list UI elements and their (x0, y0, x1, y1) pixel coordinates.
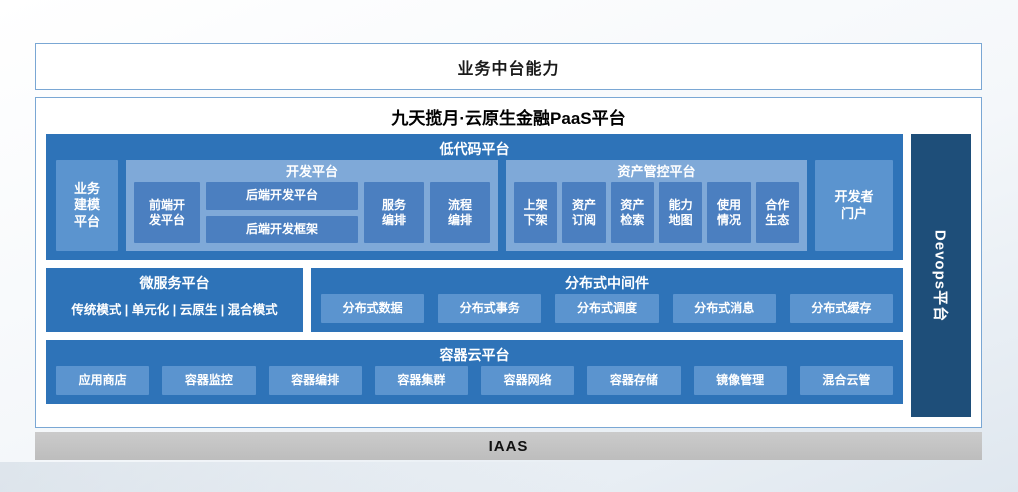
paas-platform-container: 九天揽月·云原生金融PaaS平台 低代码平台 业务 建模 平台 开发平台 前端开… (35, 97, 982, 428)
distributed-scheduling: 分布式调度 (555, 294, 659, 323)
platform-left-column: 低代码平台 业务 建模 平台 开发平台 前端开 发平台 后端开发平台 后端开发框… (46, 134, 903, 417)
cooperation-ecosystem: 合作 生态 (755, 182, 799, 243)
backend-column: 后端开发平台 后端开发框架 (206, 182, 358, 243)
iaas-bar: IAAS (35, 432, 982, 460)
developer-portal: 开发者 门户 (815, 160, 893, 251)
app-store: 应用商店 (56, 366, 150, 395)
low-code-platform-section: 低代码平台 业务 建模 平台 开发平台 前端开 发平台 后端开发平台 后端开发框… (46, 134, 903, 260)
container-network: 容器网络 (481, 366, 575, 395)
dev-platform-row: 前端开 发平台 后端开发平台 后端开发框架 服务 编排 流程 编排 (134, 182, 490, 243)
frontend-dev-platform: 前端开 发平台 (134, 182, 200, 243)
business-capability-bar: 业务中台能力 (35, 43, 982, 90)
distributed-message: 分布式消息 (672, 294, 776, 323)
backend-dev-platform: 后端开发平台 (206, 182, 358, 210)
asset-control-title: 资产管控平台 (617, 164, 696, 179)
devops-platform-label: Devops平台 (931, 229, 949, 322)
image-management: 镜像管理 (693, 366, 787, 395)
asset-control-row: 上架 下架 资产 订阅 资产 检索 能力 地图 使用 情况 合作 生态 (514, 182, 799, 243)
asset-control-panel: 资产管控平台 上架 下架 资产 订阅 资产 检索 能力 地图 使用 情况 合作 … (506, 160, 807, 251)
distributed-transaction: 分布式事务 (438, 294, 542, 323)
process-orchestration: 流程 编排 (430, 182, 490, 243)
dev-platform-title: 开发平台 (285, 164, 338, 179)
distributed-middleware-title: 分布式中间件 (565, 275, 649, 291)
backend-dev-framework: 后端开发框架 (206, 215, 358, 243)
business-capability-label: 业务中台能力 (457, 60, 560, 78)
middleware-row: 分布式数据 分布式事务 分布式调度 分布式消息 分布式缓存 (321, 294, 894, 323)
service-orchestration: 服务 编排 (364, 182, 424, 243)
microservice-modes: 传统模式 | 单元化 | 云原生 | 混合模式 (71, 303, 278, 317)
dev-platform-panel: 开发平台 前端开 发平台 后端开发平台 后端开发框架 服务 编排 流程 编排 (126, 160, 498, 251)
distributed-data: 分布式数据 (321, 294, 425, 323)
distributed-cache: 分布式缓存 (789, 294, 894, 323)
hybrid-cloud-management: 混合云管 (799, 366, 893, 395)
container-monitoring: 容器监控 (162, 366, 256, 395)
business-modeling-platform: 业务 建模 平台 (56, 160, 118, 251)
distributed-middleware-section: 分布式中间件 分布式数据 分布式事务 分布式调度 分布式消息 分布式缓存 (311, 268, 903, 332)
background-decoration (0, 462, 1018, 492)
platform-title: 九天揽月·云原生金融PaaS平台 (391, 108, 626, 128)
capability-map: 能力 地图 (658, 182, 703, 243)
container-cloud-row: 应用商店 容器监控 容器编排 容器集群 容器网络 容器存储 镜像管理 混合云管 (56, 366, 893, 395)
asset-subscription: 资产 订阅 (562, 182, 606, 243)
container-cloud-section: 容器云平台 应用商店 容器监控 容器编排 容器集群 容器网络 容器存储 镜像管理… (46, 340, 903, 404)
middle-row: 微服务平台 传统模式 | 单元化 | 云原生 | 混合模式 分布式中间件 分布式… (46, 268, 903, 332)
platform-grid: 低代码平台 业务 建模 平台 开发平台 前端开 发平台 后端开发平台 后端开发框… (46, 134, 971, 417)
devops-platform-bar: Devops平台 (911, 134, 971, 417)
usage-status: 使用 情况 (707, 182, 751, 243)
container-cluster: 容器集群 (374, 366, 468, 395)
container-storage: 容器存储 (587, 366, 681, 395)
microservice-platform-title: 微服务平台 (139, 275, 210, 291)
shelf-on-off: 上架 下架 (514, 182, 558, 243)
iaas-label: IAAS (488, 437, 529, 455)
container-cloud-title: 容器云平台 (439, 347, 510, 363)
microservice-platform-section: 微服务平台 传统模式 | 单元化 | 云原生 | 混合模式 (46, 268, 303, 332)
low-code-body: 业务 建模 平台 开发平台 前端开 发平台 后端开发平台 后端开发框架 服务 编… (56, 160, 893, 251)
container-orchestration: 容器编排 (268, 366, 362, 395)
low-code-platform-title: 低代码平台 (439, 141, 510, 157)
asset-search: 资产 检索 (610, 182, 654, 243)
